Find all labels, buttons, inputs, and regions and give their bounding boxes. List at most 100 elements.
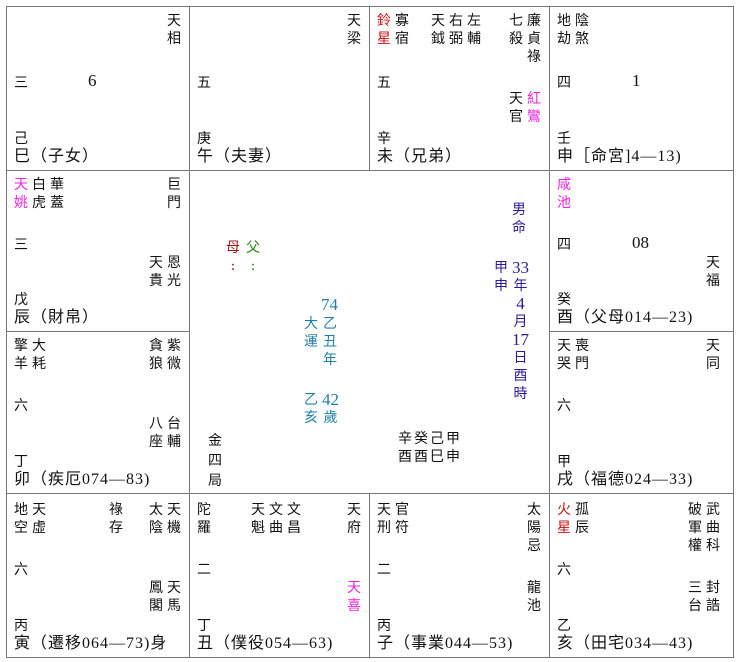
star-pojun: 破 軍 權: [688, 501, 702, 555]
star-youbi: 右 弼: [449, 12, 463, 48]
star-char: 祿: [527, 49, 541, 65]
liunian-ganzhi: 乙 亥: [304, 391, 318, 427]
star-char: 符: [395, 520, 409, 536]
luck-label: 大 運: [304, 315, 318, 351]
father-char: 父: [246, 240, 260, 256]
star-tianfu-star: 天 府: [347, 501, 361, 537]
palace-label: 辰（財帛）: [14, 309, 100, 326]
palace-number: 08: [632, 233, 649, 252]
star-char: 孤: [575, 502, 589, 518]
star-char: 辰: [575, 520, 589, 536]
palace-mao[interactable]: 擎 羊 大 耗 貪 狼 紫 微 六 八 座 台 輔 丁 卯（疾厄074—83): [6, 331, 189, 493]
palace-wei[interactable]: 鈴 星 寡 宿 天 鉞 右 弼 左 輔 七 殺 廉 貞 祿 五 天 官 紅 鸞 …: [369, 6, 549, 170]
sui-char: 歲: [323, 410, 338, 426]
star-char: 魁: [251, 520, 265, 536]
pillar-branch: 巳: [430, 449, 444, 465]
star-sangmen: 喪 門: [575, 337, 589, 373]
star-char: 陰: [575, 13, 589, 29]
star-char: 天: [14, 177, 28, 193]
star-char: 虎: [32, 195, 46, 211]
star-tianliang: 天 梁: [347, 12, 361, 48]
star-char: 大: [32, 338, 46, 354]
palace-stem: 己: [14, 131, 28, 147]
star-char: 門: [167, 195, 181, 211]
palace-yin[interactable]: 地 空 天 虛 祿 存 太 陰 天 機 六 鳳 閣 天 馬 丙 寅（遷移064—…: [6, 493, 189, 658]
star-char: 光: [167, 273, 181, 289]
luck-age: 74: [321, 295, 338, 314]
star-char: 天: [377, 502, 391, 518]
star-fengge: 鳳 閣: [149, 579, 163, 615]
pillar-stem: 甲: [446, 431, 460, 447]
palace-number: 1: [632, 71, 641, 90]
star-tuoluo: 陀 羅: [197, 501, 211, 537]
star-char: 貞: [527, 31, 541, 47]
bureau-char: 四: [208, 453, 222, 469]
star-qisha: 七 殺: [509, 12, 523, 48]
palace-shen[interactable]: 地 劫 陰 煞 四 1 壬 申［命宮]4—13): [549, 6, 734, 170]
star-char: 梁: [347, 31, 361, 47]
palace-xu[interactable]: 天 哭 喪 門 天 同 六 甲 戌（福德024—33): [549, 331, 734, 493]
pillar-branch: 申: [446, 449, 460, 465]
palace-stem: 辛: [377, 131, 391, 147]
star-char: 武: [706, 502, 720, 518]
star-char: 陀: [197, 502, 211, 518]
palace-digit: 六: [14, 562, 28, 578]
star-char: 恩: [167, 255, 181, 271]
star-char: 陰: [149, 520, 163, 536]
star-bazuo: 八 座: [149, 415, 163, 451]
star-char: 八: [149, 416, 163, 432]
palace-hai[interactable]: 火 星 孤 辰 破 軍 權 武 曲 科 六 三 台 封 誥 乙 亥（田宅034—…: [549, 493, 734, 658]
star-tianguan: 天 官: [509, 90, 523, 126]
pillar-day: 癸 酉: [414, 430, 428, 466]
palace-si[interactable]: 天 相 三 6 己 巳（子女）: [6, 6, 189, 170]
palace-stem: 戊: [14, 292, 28, 308]
age-number: 42: [322, 390, 339, 409]
gender-char: 男: [512, 202, 526, 218]
star-longchi: 龍 池: [527, 579, 541, 615]
star-char: 天: [706, 338, 720, 354]
palace-digit: 五: [197, 75, 211, 91]
star-char: 曲: [706, 520, 720, 536]
star-char: 咸: [557, 177, 571, 193]
palace-zi[interactable]: 天 刑 官 符 太 陽 忌 二 龍 池 丙 子（事業044—53): [369, 493, 549, 658]
star-char: 天: [167, 13, 181, 29]
palace-chou[interactable]: 陀 羅 天 魁 文 曲 文 昌 天 府 二 天 喜 丁 丑（僕役054—63): [189, 493, 369, 658]
star-char: 天: [347, 580, 361, 596]
star-char: 機: [167, 520, 181, 536]
birth-year: 33: [512, 258, 529, 277]
grid-line: [6, 493, 734, 494]
star-taiyang: 太 陽 忌: [527, 501, 541, 555]
star-char: 科: [706, 538, 720, 554]
pillar-year: 甲 申: [446, 430, 460, 466]
star-char: 羊: [14, 356, 28, 372]
star-char: 馬: [167, 598, 181, 614]
palace-digit: 三: [14, 75, 28, 91]
palace-you[interactable]: 咸 池 四 08 天 福 癸 酉（父母014—23): [549, 170, 734, 331]
star-char: 喜: [347, 598, 361, 614]
star-char: 狼: [149, 356, 163, 372]
star-char: 軍: [688, 520, 702, 536]
palace-number: 6: [88, 71, 97, 90]
star-char: 台: [167, 416, 181, 432]
gender-char: 命: [512, 220, 526, 236]
palace-digit: 二: [197, 562, 211, 578]
star-dijie: 地 劫: [557, 12, 571, 48]
star-char: 天: [347, 13, 361, 29]
pillar-branch: 酉: [414, 449, 428, 465]
grid-line: [6, 331, 189, 332]
star-char: 煞: [575, 31, 589, 47]
palace-wu[interactable]: 天 梁 五 庚 午（夫妻）: [189, 6, 369, 170]
hour-branch: 酉: [513, 368, 528, 384]
palace-digit: 三: [14, 237, 28, 253]
star-char: 輔: [167, 434, 181, 450]
palace-label: 子（事業044—53): [377, 635, 514, 652]
grid-line: [549, 6, 550, 658]
palace-label: 亥（田宅034—43): [557, 635, 694, 652]
star-char: 耗: [32, 356, 46, 372]
star-taifu: 台 輔: [167, 415, 181, 451]
star-char: 池: [527, 598, 541, 614]
star-char: 擎: [14, 338, 28, 354]
star-char: 廉: [527, 13, 541, 29]
palace-chen[interactable]: 天 姚 白 虎 華 蓋 巨 門 三 天 貴 恩 光 戊 辰（財帛）: [6, 170, 189, 331]
pillar-month: 己 巳: [430, 430, 444, 466]
